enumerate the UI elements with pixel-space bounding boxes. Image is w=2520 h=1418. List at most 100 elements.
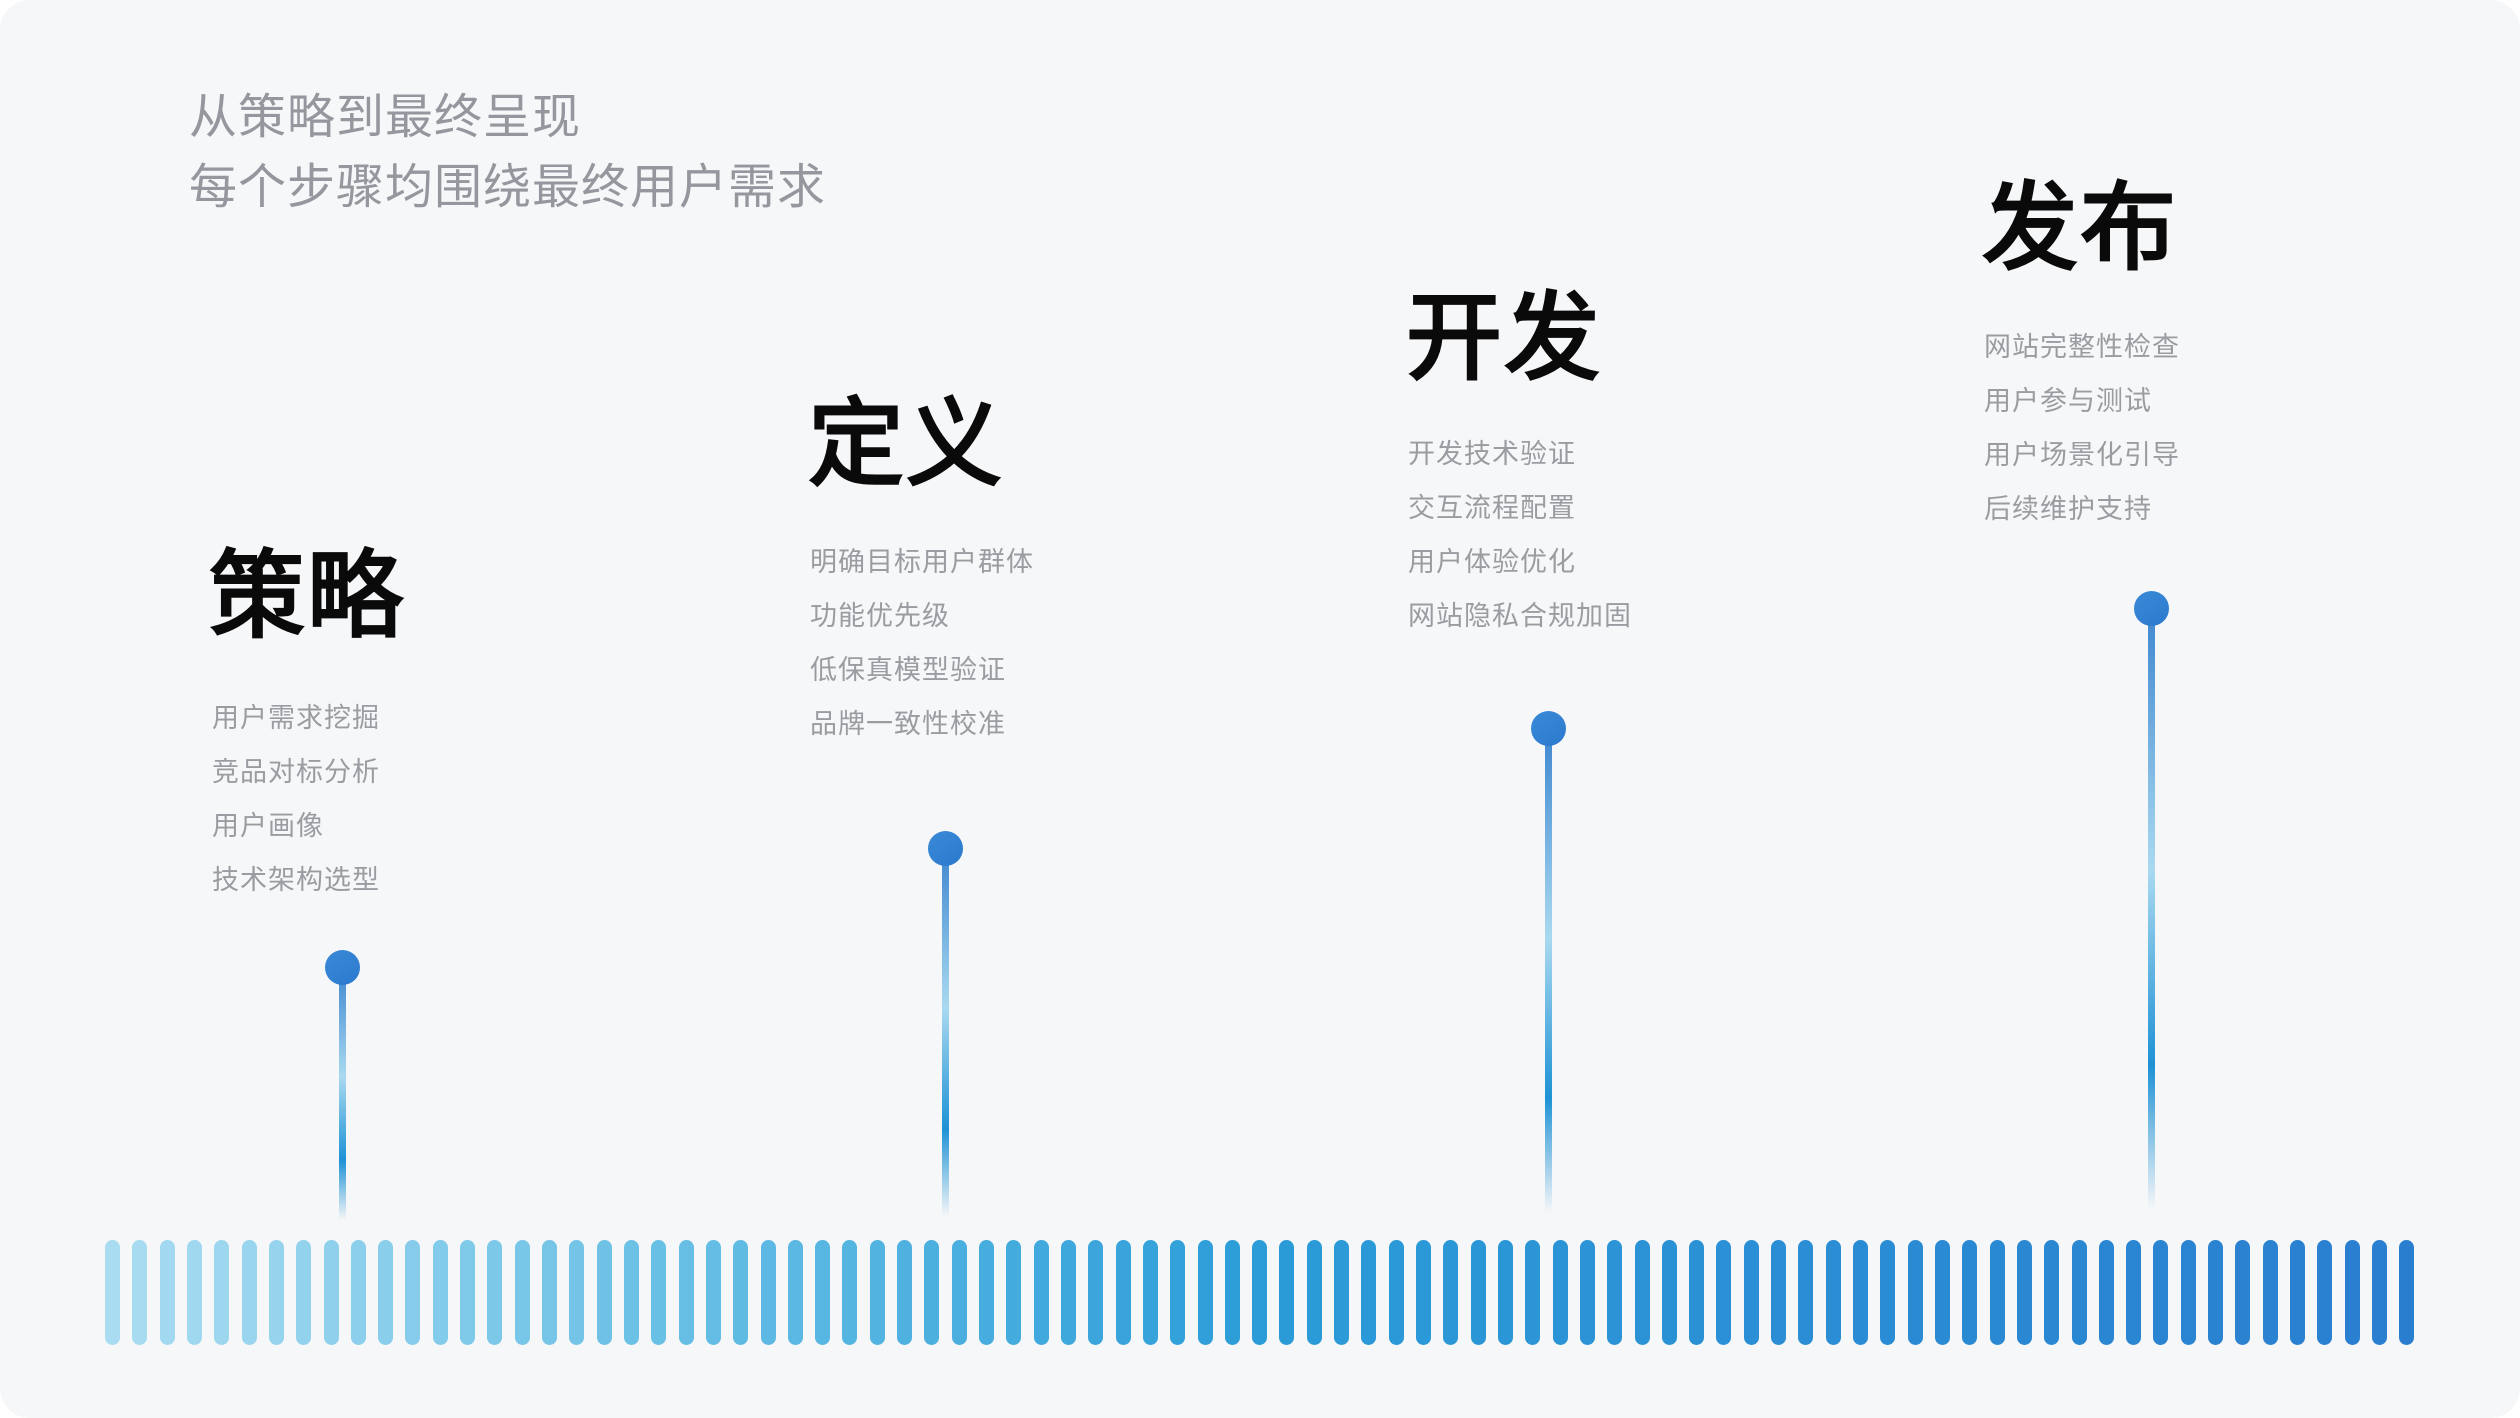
stage-title-strategy: 策略	[209, 543, 405, 650]
timeline-bar	[678, 1240, 694, 1345]
timeline-bar	[1279, 1240, 1295, 1345]
timeline-bar	[1006, 1240, 1022, 1345]
timeline-bar	[1142, 1240, 1158, 1345]
timeline-bar	[733, 1240, 749, 1345]
timeline-bar	[1525, 1240, 1541, 1345]
stage-list-item: 交互流程配置	[1408, 493, 1576, 523]
timeline-bar	[1361, 1240, 1377, 1345]
timeline-bar	[350, 1240, 366, 1345]
stage-list-item: 低保真模型验证	[810, 655, 1006, 685]
stage-marker-dot	[2133, 590, 2169, 626]
timeline-bar	[1771, 1240, 1787, 1345]
timeline-bar	[815, 1240, 831, 1345]
timeline-bar	[1880, 1240, 1896, 1345]
timeline-bar	[1334, 1240, 1350, 1345]
timeline-bar	[1306, 1240, 1322, 1345]
timeline-bar	[2262, 1240, 2278, 1345]
timeline-bar	[2180, 1240, 2196, 1345]
timeline-bar	[1170, 1240, 1186, 1345]
timeline-bar	[323, 1240, 339, 1345]
timeline-bar	[1743, 1240, 1759, 1345]
timeline-bar	[1252, 1240, 1268, 1345]
stage-list-item: 用户参与测试	[1984, 386, 2152, 416]
timeline-bar	[1853, 1240, 1868, 1345]
stage-marker-dot	[324, 949, 360, 985]
stage-stem-line	[2147, 608, 2155, 1228]
stage-list-item: 功能优先级	[810, 601, 950, 631]
timeline-bar	[159, 1240, 175, 1345]
timeline-bar	[268, 1240, 284, 1345]
timeline-bar	[405, 1240, 421, 1345]
timeline-bar	[1388, 1240, 1404, 1345]
stage-list-launch: 网站完整性检查 用户参与测试 用户场景化引导 后续维护支持	[1984, 320, 2180, 536]
timeline-bar	[186, 1240, 202, 1345]
timeline-bar	[2290, 1240, 2305, 1345]
timeline-bar	[1798, 1240, 1814, 1345]
timeline-bar	[378, 1240, 394, 1345]
stage-list-item: 后续维护支持	[1984, 494, 2152, 524]
timeline-bar	[705, 1240, 721, 1345]
timeline-bar	[651, 1240, 667, 1345]
timeline-bar	[2344, 1240, 2360, 1345]
stage-marker-dot	[927, 830, 963, 866]
timeline-bar	[1825, 1240, 1841, 1345]
timeline-bar	[1962, 1240, 1978, 1345]
timeline-bar	[1416, 1240, 1431, 1345]
stage-list-item: 用户画像	[212, 811, 324, 841]
timeline-bar	[1661, 1240, 1677, 1345]
timeline-bar	[951, 1240, 967, 1345]
stage-stem-line	[338, 967, 346, 1228]
timeline-bar	[2126, 1240, 2142, 1345]
stage-list-develop: 开发技术验证 交互流程配置 用户体验优化 网站隐私合规加固	[1408, 427, 1632, 643]
timeline-bar	[1989, 1240, 2005, 1345]
timeline-bar	[1907, 1240, 1923, 1345]
stage-list-item: 用户需求挖掘	[212, 703, 380, 733]
timeline-bar	[623, 1240, 639, 1345]
timeline-bar	[2235, 1240, 2251, 1345]
timeline-bar	[1443, 1240, 1459, 1345]
timeline-bar	[924, 1240, 940, 1345]
timeline-bar	[1716, 1240, 1732, 1345]
slide-subtitle-line2: 每个步骤均围绕最终用户需求	[189, 161, 827, 214]
timeline-bar	[432, 1240, 448, 1345]
timeline-bar	[2399, 1240, 2415, 1345]
timeline-bar	[296, 1240, 312, 1345]
timeline-bar	[2071, 1240, 2087, 1345]
stage-list-item: 开发技术验证	[1408, 439, 1576, 469]
stage-list-item: 竞品对标分析	[212, 757, 380, 787]
stage-list-item: 用户体验优化	[1408, 547, 1576, 577]
stage-list-strategy: 用户需求挖掘 竞品对标分析 用户画像 技术架构选型	[212, 691, 380, 907]
stage-stem-line	[941, 848, 949, 1228]
timeline-bar	[1579, 1240, 1595, 1345]
timeline-bar	[1060, 1240, 1076, 1345]
timeline-bar	[1088, 1240, 1104, 1345]
timeline-bar	[1115, 1240, 1131, 1345]
timeline-bar	[869, 1240, 885, 1345]
timeline-bar	[241, 1240, 257, 1345]
timeline-bar	[542, 1240, 557, 1345]
stage-list-item: 品牌一致性校准	[810, 709, 1006, 739]
timeline-bar	[787, 1240, 803, 1345]
timeline-bar	[1634, 1240, 1650, 1345]
stage-list-item: 用户场景化引导	[1984, 440, 2180, 470]
stage-title-develop: 开发	[1406, 285, 1602, 392]
stage-list-item: 明确目标用户群体	[810, 547, 1034, 577]
timeline-bar	[1224, 1240, 1240, 1345]
stage-list-item: 网站完整性检查	[1984, 332, 2180, 362]
stage-title-define: 定义	[808, 391, 1004, 498]
timeline-bar	[2098, 1240, 2114, 1345]
stage-stem-line	[1544, 728, 1552, 1228]
timeline-bar	[105, 1240, 120, 1345]
slide-subtitle-line1: 从策略到最终呈现	[189, 91, 582, 144]
timeline-bar	[1607, 1240, 1623, 1345]
timeline-bar	[1934, 1240, 1950, 1345]
timeline-bar	[2208, 1240, 2224, 1345]
timeline-bar	[897, 1240, 913, 1345]
timeline-bar	[2317, 1240, 2333, 1345]
stage-list-item: 技术架构选型	[212, 865, 380, 895]
stage-list-item: 网站隐私合规加固	[1408, 601, 1632, 631]
timeline-bar	[1197, 1240, 1213, 1345]
slide-subtitle: 从策略到最终呈现 每个步骤均围绕最终用户需求	[189, 83, 826, 223]
timeline-bar	[487, 1240, 503, 1345]
